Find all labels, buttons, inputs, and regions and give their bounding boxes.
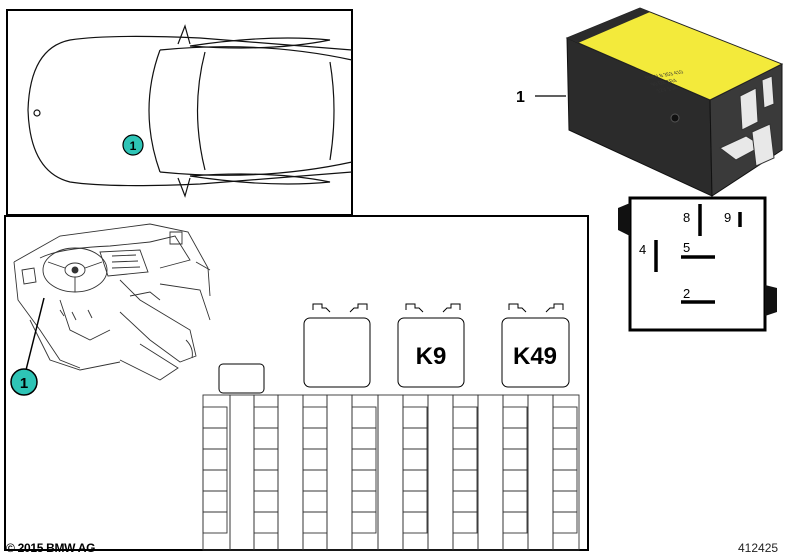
relay-slot-label-k9: K9 xyxy=(416,343,447,370)
pin-label-8: 8 xyxy=(683,210,690,225)
relay-slot-k49: K49 xyxy=(501,303,570,388)
pin-label-5: 5 xyxy=(683,240,690,255)
relay-slot-label-k49: K49 xyxy=(513,343,557,370)
interior-relay-panel: 1 K9 K49 xyxy=(4,215,589,551)
location-callout-number: 1 xyxy=(130,139,137,153)
fuse-box-grid xyxy=(202,394,580,551)
relay-pin-layout: 8 9 4 5 2 xyxy=(618,196,777,332)
pin-label-4: 4 xyxy=(639,242,646,257)
part-number: 412425 xyxy=(738,541,779,555)
relay-slot-k9: K9 xyxy=(397,303,465,388)
relay-slot-small xyxy=(218,363,265,394)
pin-label-2: 2 xyxy=(683,286,690,301)
interior-callout: 1 xyxy=(10,297,45,396)
pin-label-9: 9 xyxy=(724,210,731,225)
car-location-panel: 1 xyxy=(6,9,353,216)
part-callout-number: 1 xyxy=(516,89,525,106)
location-callout: 1 xyxy=(122,134,144,156)
car-top-view-outline xyxy=(27,24,353,198)
sticker-text-line3: 12V 10A xyxy=(655,86,679,94)
sticker-text-line1: BMW 8 353 410 xyxy=(644,70,685,81)
interior-dashboard-sketch xyxy=(13,223,211,381)
relay-slot-blank xyxy=(303,303,371,388)
relay-terminals xyxy=(719,75,775,167)
relay-part-image: BMW 8 353 410 90 D2 TR4 12V 10A 1 xyxy=(516,7,784,197)
sticker-text-line2: 90 D2 TR4 xyxy=(650,79,679,88)
copyright-text: © 2015 BMW AG xyxy=(6,541,96,555)
interior-callout-number: 1 xyxy=(20,375,28,392)
